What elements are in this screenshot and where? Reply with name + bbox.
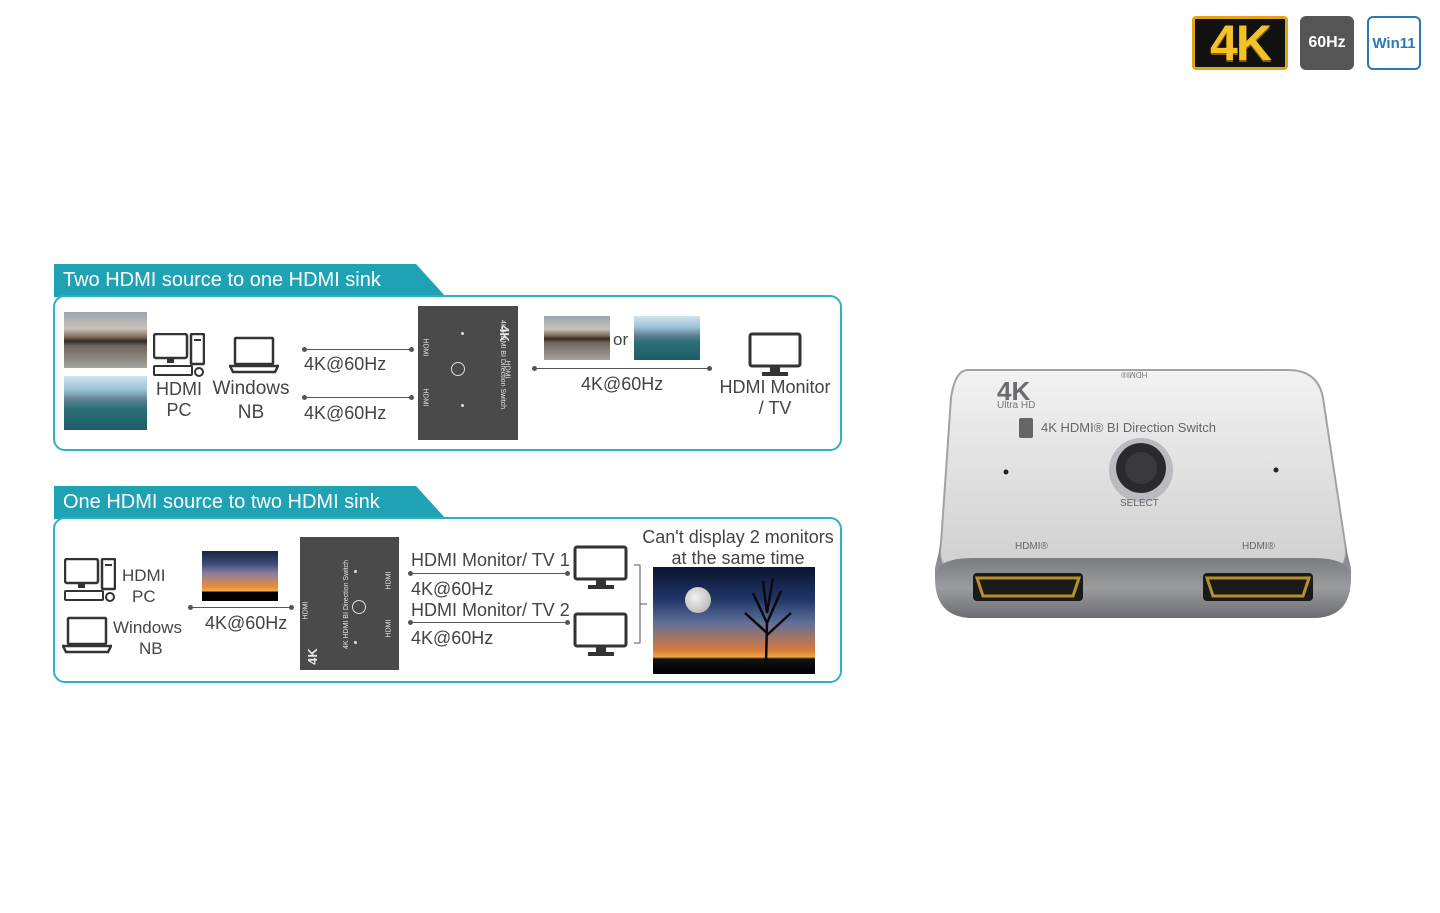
- switch2-led-1: [354, 570, 357, 573]
- switch1-led-2: [461, 404, 464, 407]
- switch1-port-b: HDMI: [421, 388, 429, 407]
- switch2-4k: 4K: [304, 648, 320, 665]
- device-port-left-label: HDMI®: [1015, 541, 1048, 552]
- panel2-sink2-speed: 4K@60Hz: [411, 628, 494, 648]
- source-sunset-image: [202, 551, 278, 601]
- switch2-select-button: [352, 600, 366, 614]
- panel1-nb-label-1: Windows: [212, 378, 290, 399]
- laptop-icon: [229, 336, 279, 374]
- switch1-port-c: HDMI: [503, 360, 511, 379]
- panel2-arrow-sink2: [408, 620, 570, 625]
- panel1-pc-label-2: PC: [166, 400, 192, 420]
- switch2-port-c: HDMI: [385, 619, 393, 638]
- device-name: 4K HDMI® BI Direction Switch: [1041, 420, 1217, 435]
- panel2-nb-label-2: NB: [139, 639, 163, 658]
- device-select-label: SELECT: [1120, 498, 1159, 509]
- panel1-link-out: 4K@60Hz: [581, 374, 664, 394]
- switch2-port-a: HDMI: [302, 601, 310, 620]
- switch2-name: 4K HDMI BI Direction Switch: [343, 559, 351, 650]
- panel2-arrow-sink1: [408, 571, 570, 576]
- panel1-or: or: [613, 330, 629, 349]
- panel2-arrow-in: [188, 605, 294, 610]
- panel1-arrow-out: [532, 366, 712, 371]
- switch1-select-button: [451, 362, 465, 376]
- mountain-image: [64, 376, 147, 430]
- laptop-icon: [62, 616, 112, 654]
- panel2-title: One HDMI source to two HDMI sink: [54, 486, 446, 519]
- device-body: [933, 369, 1353, 618]
- moon-shape: [685, 587, 711, 613]
- monitor-icon: [573, 612, 628, 656]
- switch-diagram-2: 4K 4K HDMI BI Direction Switch HDMI HDMI…: [300, 537, 399, 670]
- win11-badge: Win11: [1367, 16, 1421, 70]
- panel1-title: Two HDMI source to one HDMI sink: [54, 264, 446, 297]
- 4k-badge: 4K: [1192, 15, 1288, 71]
- panel1-pc-label-1: HDMI: [156, 379, 202, 399]
- panel2-sink2: HDMI Monitor/ TV 2: [411, 600, 570, 620]
- desktop-pc-icon: [64, 558, 116, 602]
- panel2-note-1: Can't display 2 monitors: [642, 527, 834, 547]
- panel2-pc-label-1: HDMI: [122, 566, 166, 585]
- switch-device-photo: 4K Ultra HD 4K HDMI® BI Direction Switch…: [933, 368, 1353, 618]
- panel1-nb-label-2: NB: [237, 402, 265, 423]
- device-port-right-label: HDMI®: [1242, 541, 1275, 552]
- monitor-icon: [573, 545, 628, 589]
- monitor-icon: [748, 332, 802, 376]
- panel2-pc-label-2: PC: [132, 587, 156, 606]
- device-port-top-label: HDMI®: [1121, 370, 1148, 379]
- tree-silhouette: [744, 577, 792, 663]
- output-mountain-image: [634, 316, 700, 360]
- sunset-image: [653, 567, 815, 674]
- device-4k-logo: 4K: [997, 376, 1031, 406]
- switch1-port-a: HDMI: [421, 338, 429, 357]
- bracket-line: [634, 564, 647, 644]
- device-ultra-hd: Ultra HD: [997, 400, 1036, 411]
- panel2-link-in: 4K@60Hz: [205, 613, 288, 633]
- panel2-nb-label-1: Windows: [113, 618, 182, 637]
- switch1-led-1: [461, 332, 464, 335]
- panel2-sink1-speed: 4K@60Hz: [411, 579, 494, 599]
- 60hz-badge: 60Hz: [1300, 16, 1354, 70]
- panel1-arrow-bottom: [302, 395, 414, 400]
- panel2-sink1: HDMI Monitor/ TV 1: [411, 550, 570, 570]
- switch-diagram-1: 4K 4K HDMI BI Direction Switch HDMI HDMI…: [418, 306, 518, 440]
- panel1-sink-label-1: HDMI Monitor: [719, 377, 831, 397]
- output-lake-image: [544, 316, 610, 360]
- desktop-pc-icon: [153, 333, 205, 377]
- switch2-port-b: HDMI: [385, 571, 393, 590]
- lake-image: [64, 312, 147, 368]
- panel1-sink-label-2: / TV: [758, 398, 792, 418]
- switch2-led-2: [354, 641, 357, 644]
- panel2-note-2: at the same time: [671, 548, 805, 568]
- panel1-arrow-top: [302, 347, 414, 352]
- panel1-link-bottom: 4K@60Hz: [304, 403, 387, 423]
- panel1-link-top: 4K@60Hz: [304, 354, 387, 374]
